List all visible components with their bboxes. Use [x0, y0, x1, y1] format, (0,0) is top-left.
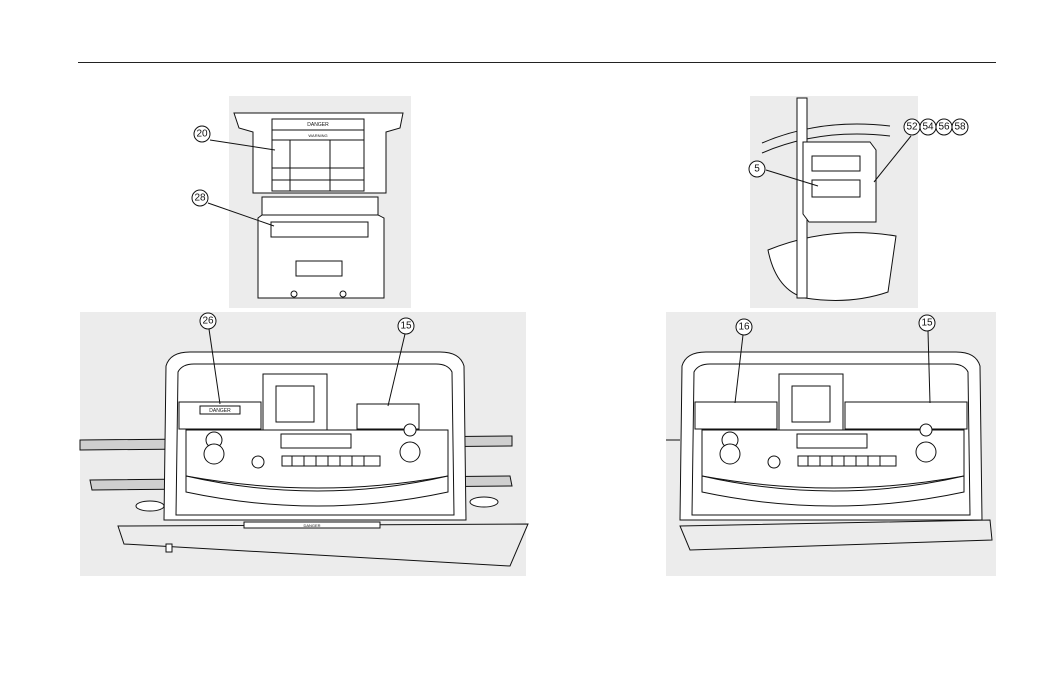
- callout-52: 52: [904, 119, 920, 135]
- callout-54: 54: [920, 119, 936, 135]
- decal-28: [271, 222, 368, 237]
- svg-text:28: 28: [194, 193, 206, 204]
- svg-text:20: 20: [196, 129, 208, 140]
- decal-16: [695, 402, 777, 429]
- top-decal-subheader: WARNING: [308, 133, 327, 138]
- panel-warning-text: DANGER: [209, 408, 231, 414]
- callout-20: 20: [194, 126, 210, 142]
- control-box-right-drawing: [666, 352, 992, 550]
- joystick-right: [404, 424, 416, 436]
- svg-text:15: 15: [400, 321, 412, 332]
- bottom-plate-text: DANGER: [303, 523, 320, 528]
- bracket-slot: [296, 261, 342, 276]
- svg-text:15: 15: [921, 318, 933, 329]
- svg-text:58: 58: [954, 122, 966, 133]
- callout-15-right: 15: [919, 315, 935, 331]
- callout-5: 5: [749, 161, 765, 177]
- svg-text:52: 52: [906, 122, 918, 133]
- callout-28: 28: [192, 190, 208, 206]
- rail-decal-drawing: [762, 98, 896, 300]
- decal-bracket-drawing: DANGER WARNING: [234, 113, 403, 298]
- svg-text:16: 16: [738, 322, 750, 333]
- callout-26: 26: [200, 313, 216, 329]
- callout-56: 56: [936, 119, 952, 135]
- svg-text:54: 54: [922, 122, 934, 133]
- decal-slot-upper: [812, 156, 860, 171]
- callout-15-left: 15: [398, 318, 414, 334]
- control-box-left-drawing: DANGER DANGER: [80, 352, 528, 566]
- decal-15-right: [845, 402, 967, 429]
- svg-text:5: 5: [754, 164, 760, 175]
- callout-16: 16: [736, 319, 752, 335]
- svg-text:56: 56: [938, 122, 950, 133]
- decal-5: [812, 180, 860, 197]
- top-decal-header: DANGER: [307, 122, 329, 128]
- svg-text:26: 26: [202, 316, 214, 327]
- callout-58: 58: [952, 119, 968, 135]
